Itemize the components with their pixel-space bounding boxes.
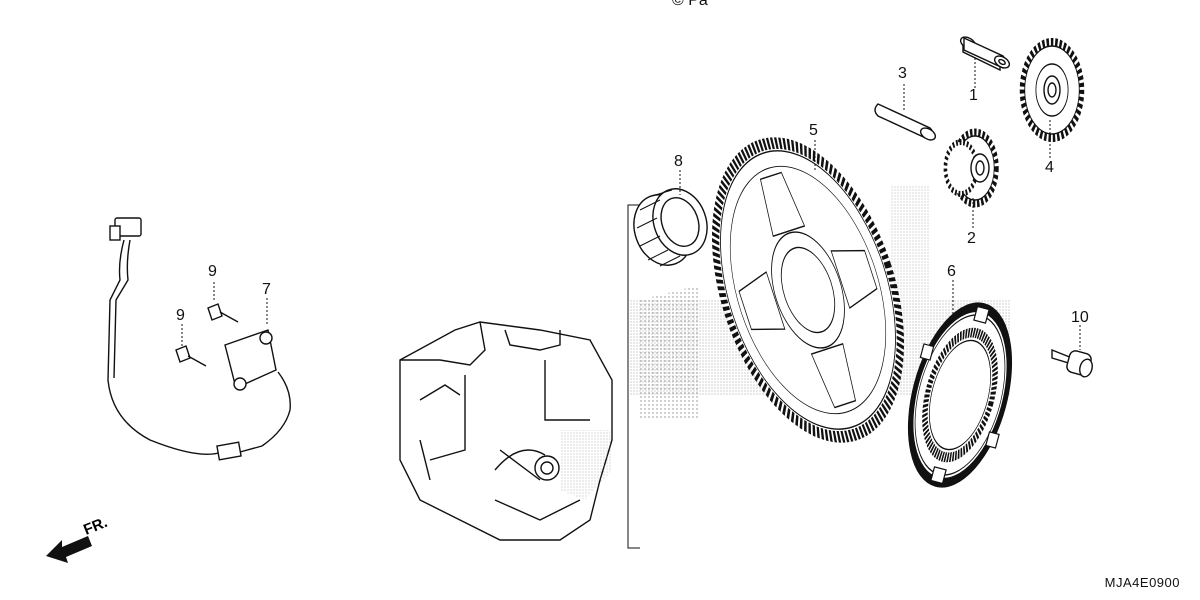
callout-9-lower: 9 (176, 307, 185, 324)
callout-4: 4 (1045, 159, 1054, 176)
part-8-needle-bearing (633, 188, 708, 267)
part-4-gear (1019, 38, 1085, 142)
callout-1: 1 (969, 87, 978, 104)
callout-8: 8 (674, 153, 683, 170)
diagram-code: MJA4E0900 (1104, 575, 1180, 590)
callout-2: 2 (967, 230, 976, 247)
part-9-bolt-upper (207, 303, 239, 323)
part-2-gear (943, 128, 999, 208)
part-6-one-way-clutch (907, 302, 1013, 488)
front-label: FR. (81, 514, 110, 539)
part-9-bolt-lower (175, 345, 207, 367)
callout-5: 5 (809, 122, 818, 139)
part-5-starter-driven-gear (712, 137, 904, 443)
part-1-pin (959, 36, 1011, 72)
group-bracket (627, 204, 640, 549)
callout-labels: 1 2 3 4 5 6 7 8 9 9 10 (176, 65, 1089, 326)
crankcase (399, 321, 613, 541)
callout-10: 10 (1071, 309, 1089, 326)
part-10-bolt (1051, 348, 1093, 378)
callout-7: 7 (262, 281, 271, 298)
top-partial-reference: © Pa (672, 0, 708, 9)
callout-9-upper: 9 (208, 263, 217, 280)
callout-3: 3 (898, 65, 907, 82)
sensor-harness (107, 217, 291, 461)
callout-6: 6 (947, 263, 956, 280)
front-direction-arrow: FR. (46, 514, 110, 563)
part-3-pin (874, 103, 937, 141)
leader-lines (181, 56, 1081, 350)
